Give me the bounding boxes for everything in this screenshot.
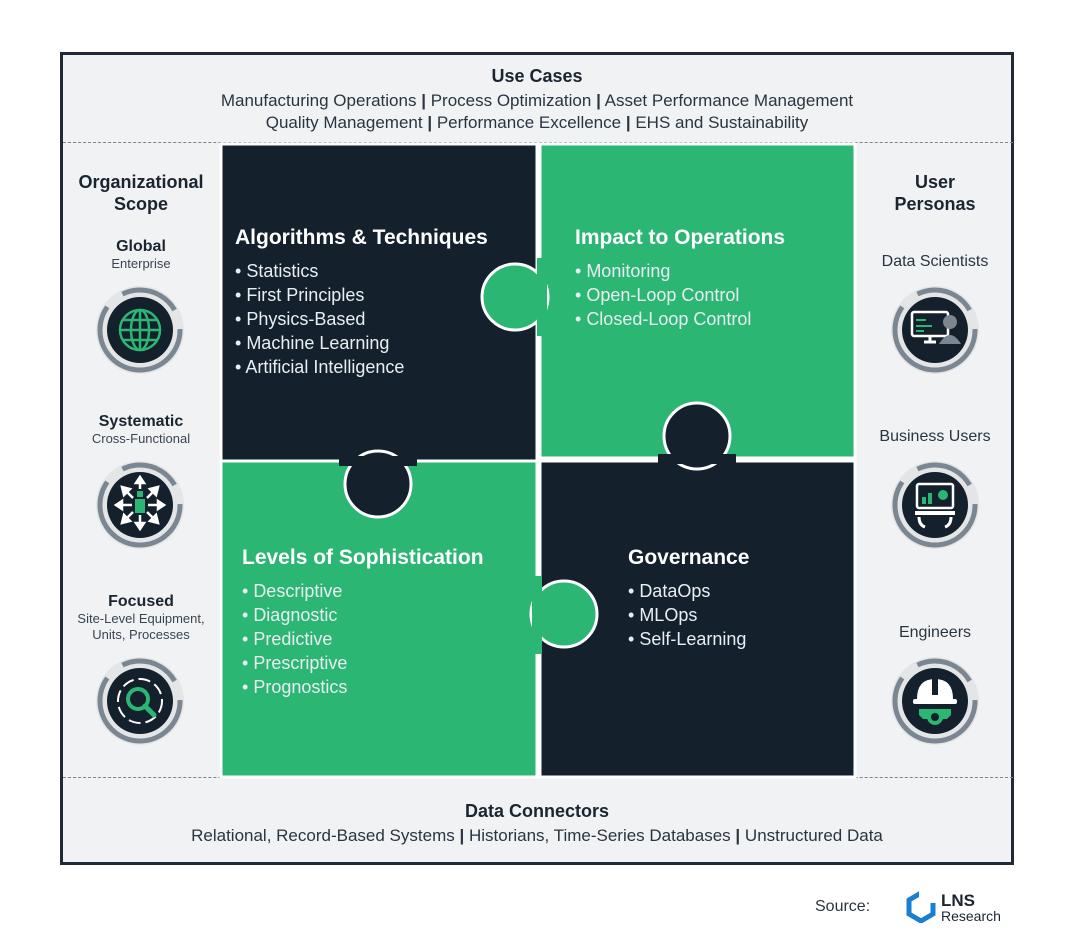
scope-level-title: Global (116, 238, 166, 255)
data-connectors-line: Relational, Record-Based Systems | Histo… (63, 826, 1011, 846)
quadrant-title: Impact to Operations (575, 226, 786, 249)
quadrant-title: Governance (628, 546, 750, 569)
quadrant-list-item: MLOps (628, 603, 746, 627)
puzzle-knob (662, 401, 732, 471)
separator: | (459, 826, 465, 845)
puzzle-knob-join (537, 258, 547, 336)
puzzle-knob (529, 579, 599, 649)
quadrant-list-item: First Principles (235, 283, 404, 307)
separator: | (427, 113, 433, 132)
scope-level-subtitle: Site-Level Equipment, (77, 611, 205, 626)
quadrant-list: DescriptiveDiagnosticPredictivePrescript… (242, 579, 347, 699)
source-label: Source: (815, 898, 871, 915)
quadrant-list-item: Diagnostic (242, 603, 347, 627)
quadrant-list-item: Self-Learning (628, 627, 746, 651)
quadrant-list: DataOpsMLOpsSelf-Learning (628, 579, 746, 651)
quadrant-list-item: Physics-Based (235, 307, 404, 331)
scope-level-subtitle: Cross-Functional (91, 431, 191, 446)
logo-text-line-2: Research (941, 908, 1001, 924)
scope-level-title: Systematic (98, 413, 184, 430)
puzzle-knob-join (658, 454, 736, 464)
logo-text-line-1: LNS (941, 891, 975, 910)
puzzle-knob-join (339, 456, 417, 466)
engineer-hardhat-icon (891, 657, 979, 745)
use-case-item: Asset Performance Management (604, 91, 854, 110)
quadrant-list: MonitoringOpen-Loop ControlClosed-Loop C… (575, 259, 751, 331)
org-scope-title-line: Organizational (78, 172, 204, 192)
quadrant-list-item: Predictive (242, 627, 347, 651)
user-personas-title-line: User (914, 172, 956, 192)
use-cases-section: Use Cases Manufacturing Operations | Pro… (63, 66, 1011, 133)
quadrant-list-item: Closed-Loop Control (575, 307, 751, 331)
quadrant-list-item: Descriptive (242, 579, 347, 603)
org-scope-title-line: Scope (113, 194, 169, 214)
separator: | (735, 826, 741, 845)
use-cases-line-1: Manufacturing Operations | Process Optim… (63, 91, 1011, 111)
user-personas-title: User Personas (855, 171, 1015, 215)
lns-research-logo: LNS Research (905, 889, 1015, 929)
connector-item: Unstructured Data (744, 826, 883, 845)
connector-item: Relational, Record-Based Systems (191, 826, 455, 845)
magnifier-target-icon (96, 657, 184, 745)
data-connectors-title: Data Connectors (464, 801, 610, 821)
persona-label: Business Users (879, 428, 991, 445)
quadrant-list-item: Statistics (235, 259, 404, 283)
org-scope-title: Organizational Scope (61, 171, 221, 215)
user-personas-title-line: Personas (894, 194, 976, 214)
use-case-item: Manufacturing Operations (220, 91, 417, 110)
quadrant-list-item: Prescriptive (242, 651, 347, 675)
scope-level-systematic: Systematic Cross-Functional (61, 413, 221, 447)
use-cases-title: Use Cases (491, 66, 583, 86)
use-case-item: EHS and Sustainability (635, 113, 809, 132)
quadrant-list-item: Monitoring (575, 259, 751, 283)
quadrant-list-item: Artificial Intelligence (235, 355, 404, 379)
persona-label: Data Scientists (881, 253, 989, 270)
quadrant-list-item: Prognostics (242, 675, 347, 699)
separator: | (421, 91, 426, 110)
network-arrows-icon (96, 461, 184, 549)
scope-level-subtitle: Units, Processes (92, 627, 190, 642)
quadrant-title: Levels of Sophistication (242, 546, 484, 569)
puzzle-knob-join (532, 576, 542, 654)
quadrant-list-item: Open-Loop Control (575, 283, 751, 307)
lns-logo-icon (906, 891, 937, 923)
use-case-item: Process Optimization (430, 91, 592, 110)
data-scientist-icon (891, 286, 979, 374)
scope-level-focused: Focused Site-Level Equipment, Units, Pro… (61, 593, 221, 643)
quadrant-list-item: Machine Learning (235, 331, 404, 355)
quadrant-list: StatisticsFirst PrinciplesPhysics-BasedM… (235, 259, 404, 379)
puzzle-knob (480, 262, 550, 332)
quadrant-title: Algorithms & Techniques (235, 226, 488, 249)
scope-level-subtitle: Enterprise (111, 256, 171, 271)
data-connectors-section: Data Connectors Relational, Record-Based… (63, 801, 1011, 846)
globe-icon (96, 286, 184, 374)
use-cases-line-2: Quality Management | Performance Excelle… (63, 113, 1011, 133)
connector-item: Historians, Time-Series Databases (468, 826, 731, 845)
use-case-item: Quality Management (265, 113, 423, 132)
scope-level-title: Focused (108, 593, 174, 610)
quadrant-list-item: DataOps (628, 579, 746, 603)
scope-level-global: Global Enterprise (61, 238, 221, 272)
puzzle-knob (343, 449, 413, 519)
persona-label: Engineers (898, 624, 972, 641)
separator: | (596, 91, 601, 110)
use-case-item: Performance Excellence (436, 113, 622, 132)
business-user-icon (891, 461, 979, 549)
separator: | (625, 113, 631, 132)
